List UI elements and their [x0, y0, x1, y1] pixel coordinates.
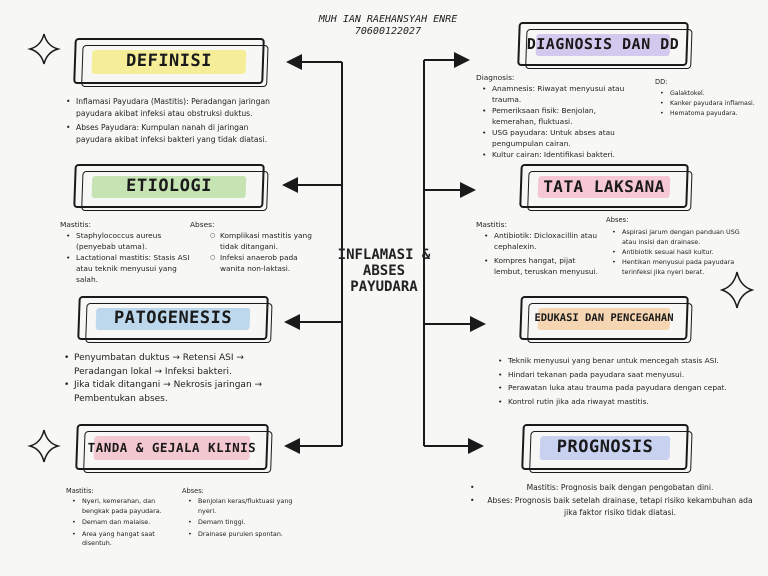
- list-item: Jika tidak ditangani → Nekrosis jaringan…: [64, 379, 276, 406]
- dd-label: DD:: [655, 78, 668, 86]
- list-item: Kompres hangat, pijat lembut, teruskan m…: [484, 255, 606, 277]
- patogenesis-list: Penyumbatan duktus → Retensi ASI → Perad…: [64, 352, 276, 406]
- tanda-mastitis-list: Nyeri, kemerahan, dan bengkak pada payud…: [72, 497, 180, 549]
- edukasi-title: EDUKASI DAN PENCEGAHAN: [534, 312, 674, 324]
- tatalaksana-title-box: TATA LAKSANA: [519, 164, 689, 208]
- edukasi-list: Teknik menyusui yang benar untuk mencega…: [498, 354, 760, 408]
- prognosis-list: Mastitis: Prognosis baik dengan pengobat…: [470, 482, 760, 520]
- list-item: Kanker payudara inflamasi.: [660, 99, 764, 109]
- etiologi-mastitis-list: Staphylococcus aureus (penyebab utama). …: [66, 230, 196, 285]
- list-item: Abses Payudara: Kumpulan nanah di jaring…: [66, 122, 282, 145]
- list-item: Hindari tekanan pada payudara saat menyu…: [498, 368, 760, 382]
- list-item: Anamnesis: Riwayat menyusui atau trauma.: [482, 83, 642, 105]
- tatalaksana-abses-list: Aspirasi jarum dengan panduan USG atau i…: [612, 227, 744, 277]
- etiologi-abses-list: Komplikasi mastitis yang tidak ditangani…: [210, 230, 314, 274]
- list-item: Kultur cairan: Identifikasi bakteri.: [482, 149, 642, 160]
- list-item: Perawatan luka atau trauma pada payudara…: [498, 381, 760, 395]
- sparkle-icon: [27, 429, 61, 463]
- list-item: Teknik menyusui yang benar untuk mencega…: [498, 354, 760, 368]
- list-item: Galaktokel.: [660, 89, 764, 99]
- diagnosis-title-box: DIAGNOSIS DAN DD: [517, 22, 689, 66]
- prognosis-title-box: PROGNOSIS: [521, 424, 689, 470]
- list-item: Antibiotik: Dicloxacillin atau cephalexi…: [484, 230, 606, 252]
- list-item: Lactational mastitis: Stasis ASI atau te…: [66, 252, 196, 285]
- tanda-title-box: TANDA & GEJALA KLINIS: [75, 424, 269, 470]
- list-item: Staphylococcus aureus (penyebab utama).: [66, 230, 196, 252]
- list-item: Infeksi anaerob pada wanita non-laktasi.: [210, 252, 314, 274]
- author-id: 70600122027: [354, 26, 422, 37]
- list-item: Penyumbatan duktus → Retensi ASI → Perad…: [64, 352, 276, 379]
- tanda-abses-label: Abses:: [182, 487, 204, 495]
- list-item: Drainase purulen spontan.: [188, 530, 298, 540]
- center-title: INFLAMASI & ABSES PAYUDARA: [337, 247, 431, 295]
- list-item: Demam dan malaise.: [72, 518, 180, 528]
- patogenesis-title: PATOGENESIS: [113, 308, 233, 328]
- list-item: Hentikan menyusui pada payudara terinfek…: [612, 257, 744, 277]
- dd-list: Galaktokel. Kanker payudara inflamasi. H…: [660, 89, 764, 119]
- list-item: Abses: Prognosis baik setelah drainase, …: [470, 495, 760, 520]
- tatalaksana-mastitis-list: Antibiotik: Dicloxacillin atau cephalexi…: [484, 230, 606, 277]
- list-item: Aspirasi jarum dengan panduan USG atau i…: [612, 227, 744, 247]
- list-item: Nyeri, kemerahan, dan bengkak pada payud…: [72, 497, 180, 516]
- etiologi-title-box: ETIOLOGI: [73, 164, 265, 208]
- tanda-abses-list: Benjolan keras/fluktuasi yang nyeri. Dem…: [188, 497, 298, 539]
- list-item: Area yang hangat saat disentuh.: [72, 530, 180, 549]
- tanda-mastitis-label: Mastitis:: [66, 487, 94, 495]
- diagnosis-list: Anamnesis: Riwayat menyusui atau trauma.…: [482, 83, 642, 160]
- diagnosis-title: DIAGNOSIS DAN DD: [526, 35, 680, 53]
- patogenesis-title-box: PATOGENESIS: [77, 296, 269, 340]
- list-item: Antibiotik sesuai hasil kultur.: [612, 247, 744, 257]
- list-item: Kontrol rutin jika ada riwayat mastitis.: [498, 395, 760, 409]
- list-item: USG payudara: Untuk abses atau pengumpul…: [482, 127, 642, 149]
- definisi-list: Inflamasi Payudara (Mastitis): Peradanga…: [66, 96, 282, 145]
- etiologi-title: ETIOLOGI: [125, 176, 213, 196]
- tanda-title: TANDA & GEJALA KLINIS: [87, 439, 257, 455]
- etiologi-abses-label: Abses:: [190, 220, 215, 229]
- tatalaksana-abses-label: Abses:: [606, 216, 629, 224]
- diagnosis-label: Diagnosis:: [476, 73, 515, 82]
- sparkle-icon: [27, 33, 61, 65]
- tatalaksana-title: TATA LAKSANA: [542, 176, 666, 196]
- list-item: Hematoma payudara.: [660, 109, 764, 119]
- list-item: Inflamasi Payudara (Mastitis): Peradanga…: [66, 96, 282, 119]
- definisi-title: DEFINISI: [125, 51, 213, 71]
- etiologi-mastitis-label: Mastitis:: [60, 220, 91, 229]
- prognosis-title: PROGNOSIS: [556, 437, 654, 457]
- definisi-title-box: DEFINISI: [73, 38, 265, 84]
- tatalaksana-mastitis-label: Mastitis:: [476, 220, 507, 229]
- author-block: MUH IAN RAEHANSYAH ENRE 70600122027: [300, 14, 476, 38]
- sparkle-icon: [719, 271, 755, 309]
- author-name: MUH IAN RAEHANSYAH ENRE: [318, 14, 458, 25]
- list-item: Komplikasi mastitis yang tidak ditangani…: [210, 230, 314, 252]
- list-item: Demam tinggi.: [188, 518, 298, 528]
- list-item: Benjolan keras/fluktuasi yang nyeri.: [188, 497, 298, 516]
- list-item: Mastitis: Prognosis baik dengan pengobat…: [470, 482, 760, 495]
- list-item: Pemeriksaan fisik: Benjolan, kemerahan, …: [482, 105, 642, 127]
- edukasi-title-box: EDUKASI DAN PENCEGAHAN: [519, 296, 689, 340]
